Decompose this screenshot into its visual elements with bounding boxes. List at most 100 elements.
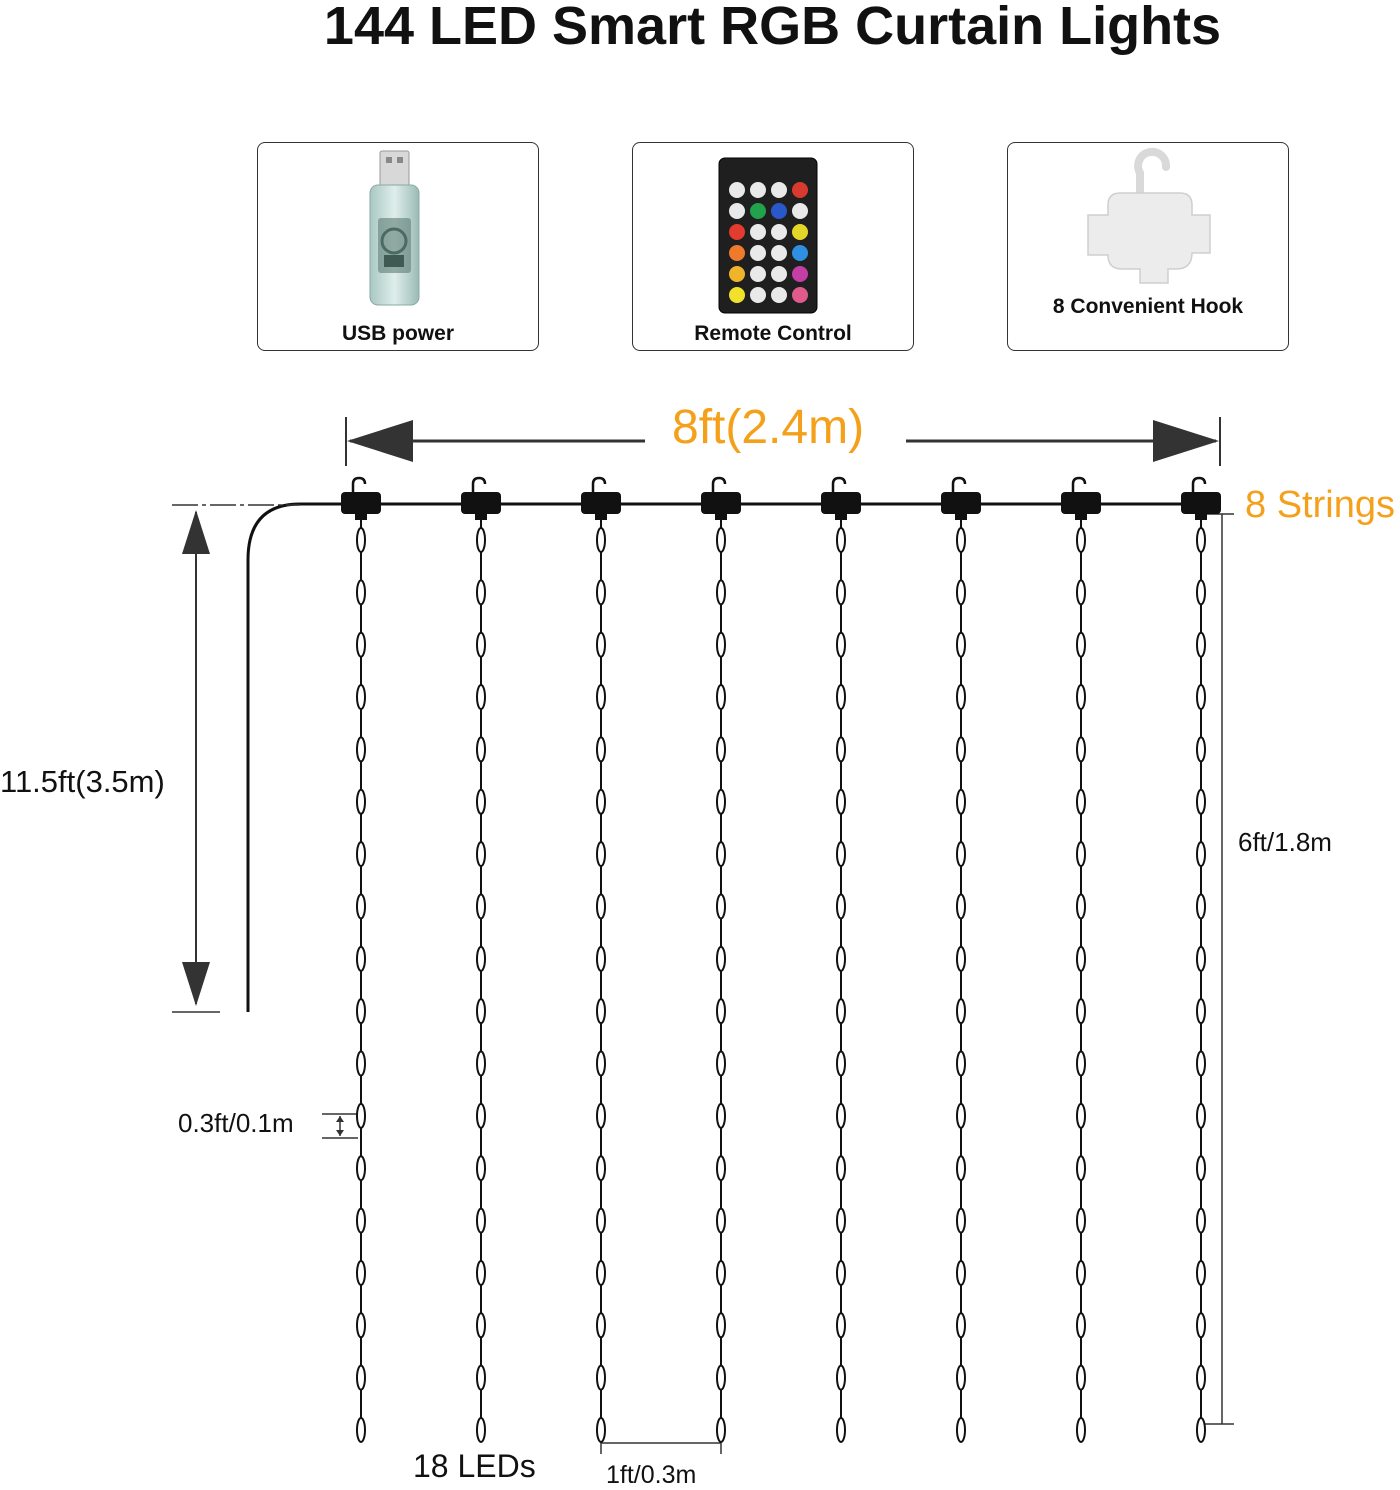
- led-bulb: [356, 579, 366, 606]
- string-spacing-label: 1ft/0.3m: [606, 1461, 697, 1489]
- led-bulb: [836, 998, 846, 1025]
- led-bulb: [1076, 1417, 1086, 1443]
- string-connector: [1061, 492, 1101, 514]
- remote-button-dot: [729, 203, 745, 219]
- remote-control-card: Remote Control: [632, 142, 914, 351]
- led-bulb: [716, 1207, 726, 1234]
- led-bulb: [596, 998, 606, 1025]
- led-bulb: [836, 684, 846, 711]
- led-bulb: [956, 841, 966, 868]
- remote-button-dot: [771, 203, 787, 219]
- led-bulb: [956, 1312, 966, 1339]
- led-bulb: [596, 631, 606, 658]
- led-bulb: [476, 527, 486, 553]
- led-bulb: [1196, 736, 1206, 763]
- led-bulb: [716, 998, 726, 1025]
- string-length-label: 6ft/1.8m: [1238, 827, 1332, 857]
- string-connector: [581, 492, 621, 514]
- led-bulb: [596, 527, 606, 553]
- led-bulb: [476, 1155, 486, 1182]
- led-bulb: [1196, 1364, 1206, 1391]
- led-bulb: [836, 1207, 846, 1234]
- led-bulb: [356, 684, 366, 711]
- led-bulb: [1196, 631, 1206, 658]
- led-bulb: [356, 1259, 366, 1286]
- led-bulb: [716, 1364, 726, 1391]
- led-bulb: [1076, 684, 1086, 711]
- cable-length-label: 11.5ft(3.5m): [0, 764, 165, 799]
- led-bulb: [596, 841, 606, 868]
- led-bulb: [1076, 1207, 1086, 1234]
- remote-button-dot: [771, 266, 787, 282]
- remote-button-dot: [750, 203, 766, 219]
- led-bulb: [836, 527, 846, 553]
- led-bulb: [356, 841, 366, 868]
- led-bulb: [596, 1207, 606, 1234]
- hook-icon: [591, 476, 607, 492]
- led-bulb: [956, 1207, 966, 1234]
- led-bulb: [716, 893, 726, 920]
- led-bulb: [956, 1155, 966, 1182]
- led-bulb: [356, 893, 366, 920]
- remote-button-dot: [750, 182, 766, 198]
- remote-button-dot: [729, 224, 745, 240]
- led-bulb: [716, 1312, 726, 1339]
- led-bulb: [956, 998, 966, 1025]
- remote-button-dot: [792, 224, 808, 240]
- remote-button-dot: [729, 266, 745, 282]
- led-bulb: [956, 631, 966, 658]
- led-bulb: [836, 841, 846, 868]
- led-bulb: [476, 1417, 486, 1443]
- led-bulb: [476, 841, 486, 868]
- led-bulb: [476, 893, 486, 920]
- led-bulb: [956, 945, 966, 972]
- led-bulb: [1196, 788, 1206, 815]
- led-bulb: [476, 788, 486, 815]
- power-cable: [172, 502, 1218, 1012]
- led-bulb: [596, 945, 606, 972]
- led-bulb: [1076, 736, 1086, 763]
- hook-card: 8 Convenient Hook: [1007, 142, 1289, 351]
- led-bulb: [596, 684, 606, 711]
- cable-length-arrow: [172, 510, 220, 1013]
- led-bulb: [716, 788, 726, 815]
- string-connector: [341, 492, 381, 514]
- led-bulb: [596, 1259, 606, 1286]
- led-bulb: [956, 1417, 966, 1443]
- led-bulb: [356, 1102, 366, 1129]
- led-bulb: [836, 1155, 846, 1182]
- led-bulb: [1076, 1259, 1086, 1286]
- led-bulb: [476, 631, 486, 658]
- remote-button-dot: [792, 266, 808, 282]
- led-bulb: [356, 945, 366, 972]
- led-bulb: [356, 1207, 366, 1234]
- led-bulb: [596, 893, 606, 920]
- led-string: [1061, 476, 1101, 1443]
- remote-button-dot: [792, 182, 808, 198]
- remote-button-dot: [729, 245, 745, 261]
- led-bulb: [1076, 945, 1086, 972]
- led-strings: [341, 476, 1221, 1443]
- led-bulb: [476, 579, 486, 606]
- led-bulb: [356, 736, 366, 763]
- hook-icon: [351, 476, 367, 492]
- led-string: [941, 476, 981, 1443]
- led-bulb: [356, 788, 366, 815]
- led-bulb: [356, 527, 366, 553]
- led-string: [821, 476, 861, 1443]
- led-bulb: [1076, 998, 1086, 1025]
- string-spacing-marker: [600, 1434, 722, 1454]
- led-bulb: [956, 1050, 966, 1077]
- led-bulb: [1076, 841, 1086, 868]
- led-bulb: [476, 736, 486, 763]
- remote-button-dot: [750, 245, 766, 261]
- led-bulb: [356, 1364, 366, 1391]
- led-bulb: [596, 1102, 606, 1129]
- led-bulb: [596, 1050, 606, 1077]
- led-bulb: [596, 1155, 606, 1182]
- led-bulb: [956, 893, 966, 920]
- led-bulb: [1076, 631, 1086, 658]
- led-bulb: [956, 788, 966, 815]
- led-spacing-marker: [322, 1113, 358, 1139]
- hook-label: 8 Convenient Hook: [1052, 295, 1244, 318]
